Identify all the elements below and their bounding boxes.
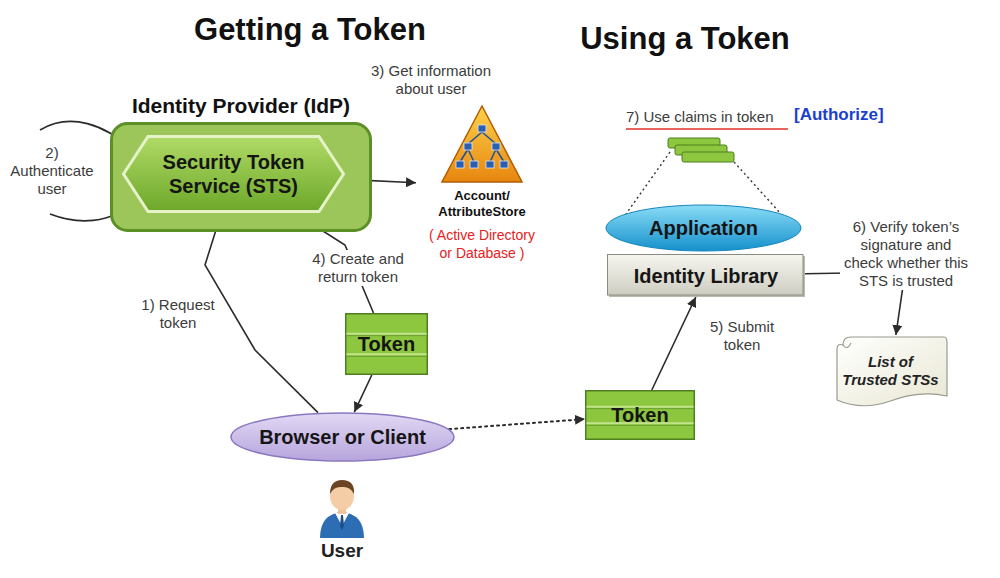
attribute-store: Account/ AttributeStore ( Active Director… — [416, 104, 548, 268]
return-token-arrow — [354, 375, 372, 412]
shape-part — [112, 124, 371, 231]
user-figure: User — [300, 472, 384, 568]
node-text: Token — [611, 403, 668, 427]
shape-part — [500, 161, 508, 168]
shape-part — [486, 161, 494, 168]
shape-part — [468, 132, 482, 144]
shape-part — [496, 149, 504, 162]
shape-part — [837, 337, 947, 406]
store-icon — [416, 104, 548, 184]
node-text: Browser or Client — [259, 425, 426, 449]
shape-part — [606, 205, 801, 251]
shape-part — [124, 137, 344, 212]
trusted-list-scroll: List of Trusted STSs — [833, 335, 948, 410]
step-label: 7) Use claims in token — [626, 108, 774, 126]
step-label: 6) Verify token’s signature and check wh… — [840, 218, 972, 290]
shape-part — [468, 149, 474, 162]
section-heading: Getting a Token — [160, 12, 460, 48]
step-label: 4) Create and return token — [306, 250, 410, 286]
node-text: List of Trusted STSs — [839, 353, 942, 389]
node-text: Application — [649, 216, 758, 240]
section-heading: Using a Token — [560, 21, 810, 57]
claims-dotted-line — [626, 152, 670, 214]
token-box: Token — [585, 390, 695, 440]
shape-part — [608, 255, 804, 296]
shape-part — [460, 149, 468, 162]
sts-hexagon: Security Token Service (STS) — [122, 135, 345, 213]
annotation-tag: [Authorize] — [794, 105, 884, 125]
shape-part — [340, 515, 344, 530]
claims-stack — [668, 138, 734, 162]
shape-part — [464, 143, 472, 150]
shape-part — [346, 314, 428, 375]
shape-part — [456, 161, 464, 168]
sts-hexagon-outline — [122, 135, 345, 213]
shape-part — [682, 152, 734, 162]
node-text: Security Token Service (STS) — [152, 150, 315, 198]
application-ellipse: Application — [605, 204, 802, 252]
shape-part — [478, 125, 486, 132]
token-box: Token — [345, 313, 428, 375]
step-label: 1) Request token — [136, 296, 220, 332]
node-text: Identity Library — [634, 264, 778, 288]
shape-part — [330, 480, 354, 494]
node-text: User — [321, 540, 363, 562]
step-label: 5) Submit token — [702, 318, 782, 354]
shape-part — [231, 413, 454, 461]
identity-library-box: Identity Library — [607, 254, 805, 297]
shape-part — [456, 125, 508, 168]
store-note: ( Active Directory or Database ) — [421, 226, 543, 262]
browser-ellipse: Browser or Client — [230, 412, 455, 462]
red-underline — [626, 128, 788, 130]
shape-part — [347, 356, 427, 357]
shape-part — [442, 106, 522, 182]
shape-part — [843, 343, 851, 348]
request-arrow — [205, 213, 318, 413]
submit-arrow — [652, 297, 696, 390]
shape-part — [490, 149, 496, 162]
step-label: 2) Authenticate user — [4, 144, 100, 198]
shape-part — [492, 143, 500, 150]
identity-provider-box: Identity Provider (IdP) Security Token Se… — [110, 92, 372, 232]
shape-part — [320, 512, 364, 538]
user-icon — [314, 474, 370, 538]
step-label: 3) Get information about user — [364, 62, 498, 98]
store-name: Account/ AttributeStore — [430, 188, 534, 220]
group-heading: Identity Provider (IdP) — [110, 92, 372, 120]
shape-part — [460, 132, 504, 162]
shape-part — [482, 132, 496, 144]
submit-dotted-arrow — [449, 419, 585, 429]
shape-part — [586, 391, 695, 440]
node-text: Token — [358, 332, 415, 356]
shape-part — [470, 161, 478, 168]
